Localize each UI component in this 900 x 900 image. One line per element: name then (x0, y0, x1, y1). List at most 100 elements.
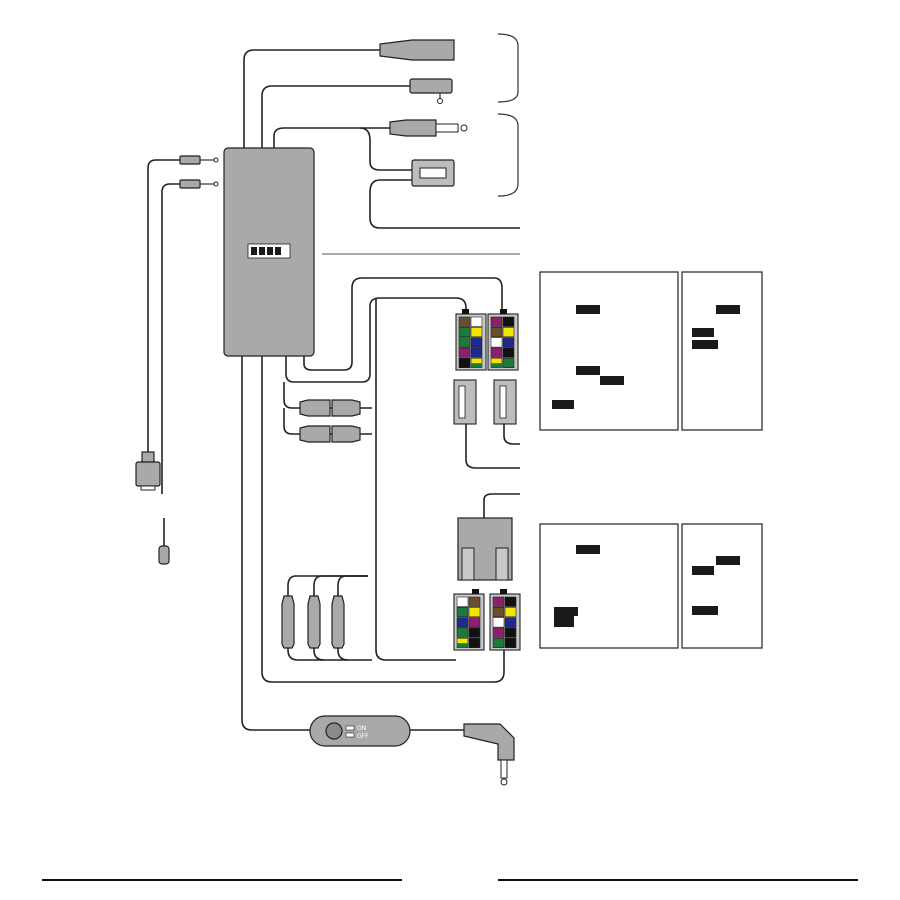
wire-rca-ladder-1 (287, 575, 372, 661)
pin-blue (470, 337, 483, 348)
bracket-top (497, 33, 519, 103)
pin-purple (458, 347, 471, 358)
wire-filter-1 (283, 382, 372, 409)
pin-purple (492, 596, 505, 607)
connector-latch (472, 589, 479, 594)
wire-blade-2 (503, 424, 520, 445)
pin-white (492, 617, 505, 628)
pin-purple (490, 316, 503, 327)
pin-green (458, 337, 471, 348)
dip-switch-2[interactable] (259, 247, 265, 255)
wire-rca-ladder-2 (313, 575, 368, 661)
blade-2-slot (499, 385, 507, 419)
remote-knob[interactable] (325, 722, 343, 740)
usb-neck (141, 451, 155, 463)
pin-stripe (457, 643, 468, 648)
on-indicator (345, 725, 355, 731)
pin-black (502, 316, 515, 327)
pin-blue (504, 617, 517, 628)
wire-upper-harness-2 (285, 297, 467, 383)
redacted-text (576, 545, 600, 554)
pin-yellow (502, 326, 515, 338)
pinout-panel-2 (681, 271, 763, 431)
pin-blue (470, 347, 483, 358)
usb-tip (140, 485, 156, 491)
pin-brown (490, 326, 503, 338)
pin-brown (458, 316, 471, 327)
inline-filter-2 (299, 425, 361, 443)
pin-black (504, 627, 517, 638)
wire-quarter-jack (273, 127, 390, 152)
pin-green (456, 606, 469, 618)
redacted-text (692, 566, 714, 575)
switch-on-label: ON (357, 725, 366, 732)
wire-top-xlr (243, 49, 380, 152)
connector-lower-left (453, 589, 485, 651)
redacted-text (576, 366, 600, 375)
pin-yellow (504, 606, 517, 618)
pin-stripe (491, 363, 502, 368)
connector-latch (500, 589, 507, 594)
rca-inline-2 (307, 595, 321, 649)
redacted-text (716, 556, 740, 565)
pinout-panel-3 (539, 523, 679, 649)
pin-brown (468, 596, 481, 607)
xlr-connector (379, 39, 455, 61)
wire-left-rca-1 (147, 159, 180, 470)
off-indicator (345, 732, 355, 738)
pin-black (468, 627, 481, 638)
dip-switch-3[interactable] (267, 247, 273, 255)
pin-yellow (470, 326, 483, 338)
redacted-text (552, 400, 574, 409)
pin-black (504, 596, 517, 607)
pin-green (456, 627, 469, 638)
pin-white (490, 337, 503, 348)
connector-lower-right (489, 589, 521, 651)
connector-upper-left (455, 309, 487, 371)
wire-filter-2 (283, 408, 372, 435)
wire-outer-loop (261, 356, 505, 683)
quarter-jack-plug (389, 119, 437, 137)
pin-brown (492, 606, 505, 618)
pin-black (458, 357, 471, 369)
adapter-slot (419, 167, 447, 179)
inline-filter-1 (299, 399, 361, 417)
pin-black (502, 347, 515, 358)
wire-left-rca-2 (161, 183, 180, 494)
redacted-text (576, 305, 600, 314)
jack-tip (460, 124, 468, 132)
bracket-middle (497, 113, 519, 197)
wire-rca-ladder-3 (337, 575, 368, 661)
iso-slot-left (461, 547, 475, 581)
mini-plug-1-tip (213, 157, 219, 163)
redacted-text (600, 376, 624, 385)
usb-connector (135, 461, 161, 487)
wire-upper-harness-1 (303, 277, 503, 371)
rca-inline-1 (281, 595, 295, 649)
pin-yellow (468, 606, 481, 618)
redacted-text (554, 607, 578, 616)
connector-latch (500, 309, 507, 314)
dip-switch-1[interactable] (251, 247, 257, 255)
redacted-text (692, 340, 718, 349)
pin-black (504, 637, 517, 649)
connector-upper-right (487, 309, 519, 371)
iso-slot-right (495, 547, 509, 581)
wire-to-remote (241, 356, 310, 731)
wire-blade-1 (465, 424, 520, 469)
wire-rca-top (261, 85, 410, 152)
switch-off-label: OFF (357, 733, 369, 740)
blade-1-slot (458, 385, 466, 419)
redacted-text (692, 328, 714, 337)
right-angle-jack (463, 723, 515, 761)
redacted-text (554, 616, 574, 627)
rca-top-connector (409, 78, 453, 94)
pin-black (468, 637, 481, 649)
pin-green (502, 357, 515, 369)
antenna-plug (158, 545, 170, 565)
dip-switch-4[interactable] (275, 247, 281, 255)
redacted-text (716, 305, 740, 314)
pin-green (458, 326, 471, 338)
mini-plug-1 (179, 155, 201, 165)
